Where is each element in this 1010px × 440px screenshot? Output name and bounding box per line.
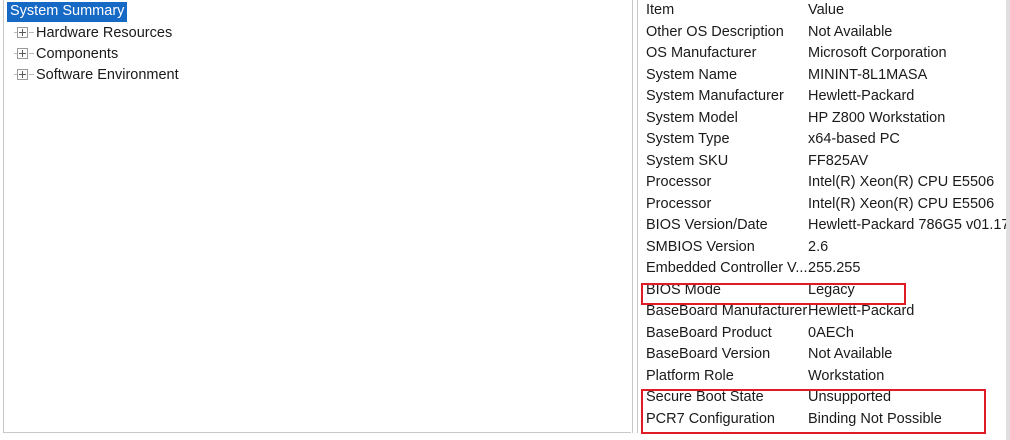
row-value-cell: Intel(R) Xeon(R) CPU E5506: [808, 195, 995, 212]
page-right-edge: [1006, 0, 1010, 440]
table-row[interactable]: Other OS Description Not Available: [638, 22, 1010, 44]
row-item-cell: Secure Boot State: [646, 389, 764, 405]
table-row[interactable]: Embedded Controller V...255.255: [638, 258, 1010, 280]
row-value-cell: Not Available: [808, 23, 893, 40]
row-item-cell: BaseBoard Product: [646, 324, 772, 341]
tree-item-hardware-resources[interactable]: Hardware Resources: [4, 23, 633, 43]
row-value-cell: Unsupported: [808, 389, 892, 405]
row-item-cell: Processor: [646, 195, 712, 212]
table-row[interactable]: PCR7 Configuration Binding Not Possible: [638, 409, 1010, 431]
table-row[interactable]: System Manufacturer Hewlett-Packard: [638, 86, 1010, 108]
table-row[interactable]: Processor Intel(R) Xeon(R) CPU E5506: [638, 172, 1010, 194]
row-value-cell: FF825AV: [808, 152, 869, 169]
table-row[interactable]: BIOS Version/Date Hewlett-Packard 786G5 v…: [638, 215, 1010, 237]
table-header-row: Item Value: [638, 0, 1010, 22]
table-row[interactable]: Platform Role Workstation: [638, 366, 1010, 388]
tree-item-software-environment[interactable]: Software Environment: [4, 65, 633, 85]
row-value-cell: x64-based PC: [808, 131, 900, 147]
table-row[interactable]: BaseBoard Product 0AECh: [638, 323, 1010, 345]
tree-item-components[interactable]: Components: [4, 44, 633, 64]
row-item-cell: BaseBoard Version: [646, 346, 771, 362]
table-row[interactable]: BaseBoard Version Not Available: [638, 344, 1010, 366]
pane-splitter[interactable]: [631, 0, 638, 433]
table-row[interactable]: OS Manufacturer Microsoft Corporation: [638, 43, 1010, 65]
column-header-item[interactable]: Item: [646, 2, 675, 18]
row-item-cell: Processor: [646, 174, 712, 190]
row-value-cell: Hewlett-Packard: [808, 88, 915, 104]
row-item-cell: System Type: [646, 131, 730, 147]
table-row[interactable]: System Type x64-based PC: [638, 129, 1010, 151]
plus-icon[interactable]: [14, 47, 36, 61]
row-item-cell: System Name: [646, 66, 738, 83]
tree-item-system-summary[interactable]: System Summary: [7, 2, 633, 22]
row-item-cell: System Manufacturer: [646, 88, 784, 104]
table-row[interactable]: System Model HP Z800 Workstation: [638, 108, 1010, 130]
table-row[interactable]: BIOS Mode Legacy: [638, 280, 1010, 302]
table-row[interactable]: Processor Intel(R) Xeon(R) CPU E5506: [638, 194, 1010, 216]
table-row[interactable]: System SKU FF825AV: [638, 151, 1010, 173]
tree-item-components-label: Components: [36, 46, 119, 62]
navigation-tree-pane: System Summary Hardware Resources Compon…: [3, 0, 633, 433]
table-row[interactable]: System Name MININT-8L1MASA: [638, 65, 1010, 87]
row-item-cell: System SKU: [646, 152, 729, 169]
plus-icon[interactable]: [14, 68, 36, 82]
row-value-cell: HP Z800 Workstation: [808, 109, 946, 126]
table-row[interactable]: Secure Boot State Unsupported: [638, 387, 1010, 409]
row-value-cell: Intel(R) Xeon(R) CPU E5506: [808, 174, 995, 190]
tree-item-system-summary-label: System Summary: [7, 2, 128, 22]
column-header-value[interactable]: Value: [808, 2, 845, 18]
row-value-cell: Workstation: [808, 367, 885, 384]
row-value-cell: 255.255: [808, 260, 861, 276]
row-item-cell: Platform Role: [646, 367, 734, 384]
row-value-cell: 2.6: [808, 238, 829, 255]
table-row[interactable]: SMBIOS Version 2.6: [638, 237, 1010, 259]
row-value-cell: Legacy: [808, 281, 855, 298]
row-item-cell: Other OS Description: [646, 23, 784, 40]
splitter-line-right: [637, 0, 638, 433]
row-item-cell: SMBIOS Version: [646, 238, 755, 255]
row-item-cell: PCR7 Configuration: [646, 410, 775, 427]
splitter-line-left: [632, 0, 633, 433]
row-item-cell: OS Manufacturer: [646, 45, 757, 61]
tree-item-software-environment-label: Software Environment: [36, 67, 179, 83]
row-value-cell: Binding Not Possible: [808, 410, 942, 427]
row-value-cell: Hewlett-Packard 786G5 v01.17, 8/: [808, 217, 1010, 233]
row-item-cell: BIOS Version/Date: [646, 217, 768, 233]
row-value-cell: 0AECh: [808, 324, 854, 341]
row-value-cell: Hewlett-Packard: [808, 303, 915, 319]
row-value-cell: Not Available: [808, 346, 893, 362]
row-item-cell: BaseBoard Manufacturer: [646, 303, 807, 319]
row-value-cell: Microsoft Corporation: [808, 45, 947, 61]
row-item-cell: BIOS Mode: [646, 281, 721, 298]
tree-item-hardware-resources-label: Hardware Resources: [36, 25, 173, 41]
row-item-cell: Embedded Controller V...: [646, 260, 807, 276]
plus-icon[interactable]: [14, 26, 36, 40]
row-item-cell: System Model: [646, 109, 738, 126]
row-value-cell: MININT-8L1MASA: [808, 66, 928, 83]
